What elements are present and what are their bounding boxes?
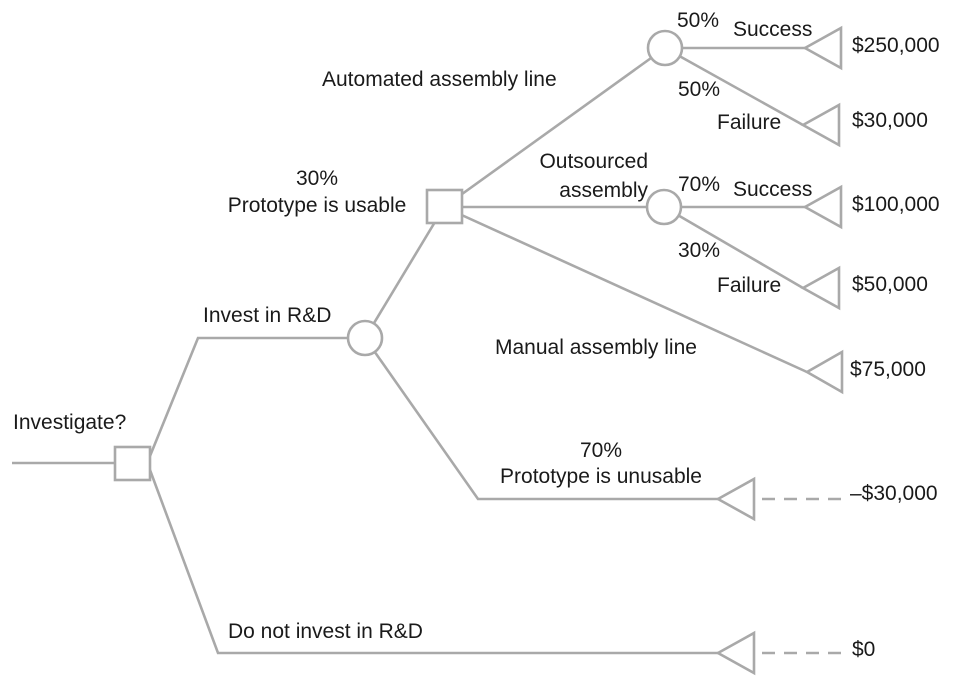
automated-failure-probability: 50% [678,78,721,101]
tree-nodes [113,25,844,676]
invest-branch-label: Invest in R&D [203,304,332,327]
tree-edges [12,46,841,655]
do-not-invest-branch-label: Do not invest in R&D [228,620,423,643]
payoff-do-not-invest: $0 [852,638,876,661]
decision-node-investigate [113,445,152,482]
edge-manual-branch [443,205,808,374]
terminal-node-do-not-invest [715,630,756,676]
terminal-node-outsourced-success [802,184,843,230]
outsourced-branch-label-block: Outsourced assembly [498,147,648,205]
unusable-branch-label-block: 70% Prototype is unusable [486,438,716,490]
investigate-label: Investigate? [13,411,127,434]
edge-unusable-branch [363,337,718,501]
edge-automated-branch [443,46,666,209]
payoff-automated-failure: $30,000 [852,109,928,132]
terminal-node-automated-failure [800,102,841,148]
automated-success-probability: 50% [677,9,720,32]
automated-branch-label: Automated assembly line [322,68,557,91]
decision-node-assembly [425,188,464,225]
outsourced-failure-label: Failure [717,274,782,297]
unusable-probability: 70% [579,439,623,462]
payoff-manual: $75,000 [850,358,926,381]
edge-outsourced-failure-branch [663,205,804,290]
automated-failure-label: Failure [717,111,782,134]
outsourced-label-line2: assembly [559,179,648,202]
terminal-node-unusable [715,476,756,522]
outsourced-failure-probability: 30% [678,239,721,262]
chance-node-prototype [346,319,384,357]
terminal-node-manual [804,349,844,395]
payoff-outsourced-failure: $50,000 [852,273,928,296]
edge-do-not-invest-branch [148,469,718,655]
outsourced-label-line1: Outsourced [539,150,648,173]
manual-branch-label: Manual assembly line [495,336,697,359]
automated-success-label: Success [733,18,813,41]
payoff-outsourced-success: $100,000 [852,193,940,216]
outsourced-success-probability: 70% [678,173,721,196]
usable-label: Prototype is usable [227,194,407,217]
edge-automated-failure-branch [664,46,804,127]
terminal-node-automated-success [802,25,843,71]
payoff-automated-success: $250,000 [852,34,940,57]
usable-branch-label-block: 30% Prototype is usable [207,165,427,219]
terminal-node-outsourced-failure [800,265,841,311]
usable-probability: 30% [295,167,339,190]
outsourced-success-label: Success [733,178,813,201]
edge-usable-branch [363,206,446,339]
chance-node-outsourced [645,188,683,226]
chance-node-automated [646,29,684,67]
payoff-unusable: –$30,000 [850,482,938,505]
edge-invest-branch [148,336,365,457]
unusable-label: Prototype is unusable [500,465,702,488]
